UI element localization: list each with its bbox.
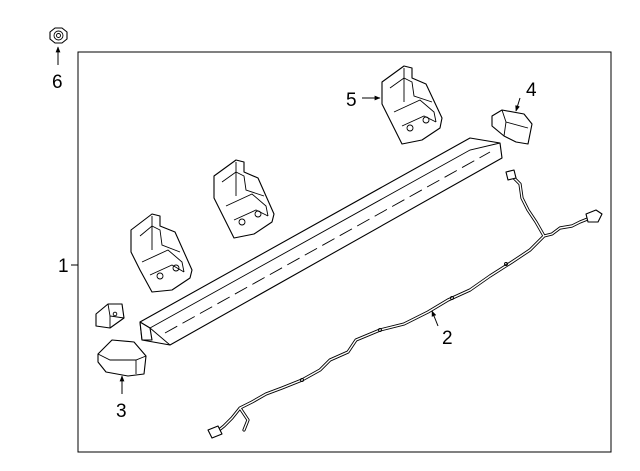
callout-3: 3 bbox=[116, 401, 127, 422]
callout-1: 1 bbox=[58, 256, 69, 277]
running-board[interactable] bbox=[139, 137, 503, 346]
leader-4 bbox=[515, 97, 521, 112]
mounting-bracket-middle[interactable] bbox=[213, 159, 275, 239]
front-end-cap[interactable] bbox=[97, 339, 147, 377]
callout-6: 6 bbox=[52, 72, 63, 93]
mounting-bracket-front[interactable] bbox=[130, 213, 193, 293]
assembly-frame bbox=[77, 51, 612, 453]
front-clip[interactable] bbox=[95, 303, 125, 329]
leader-2 bbox=[431, 310, 439, 327]
nut-part[interactable] bbox=[49, 27, 68, 44]
mounting-bracket-rear[interactable] bbox=[381, 65, 443, 145]
callout-5: 5 bbox=[346, 90, 357, 111]
rear-end-cap[interactable] bbox=[491, 109, 533, 145]
callout-2: 2 bbox=[442, 328, 453, 349]
wiring-harness[interactable] bbox=[207, 169, 603, 439]
callout-4: 4 bbox=[526, 80, 537, 101]
